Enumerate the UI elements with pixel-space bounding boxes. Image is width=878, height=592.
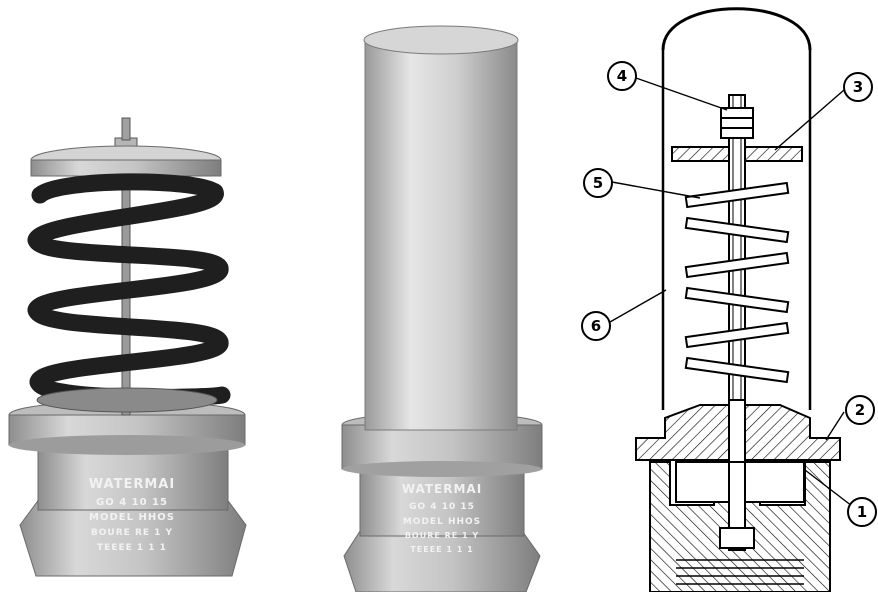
callout-number: 2 [855,401,865,419]
callouts: 4 3 5 6 2 1 [581,61,877,527]
casting-line: TEEEE 1 1 1 [97,543,167,553]
casting-line: BOURE RE 1 Y [91,528,173,538]
casting-line: MODEL HHOS [403,517,481,527]
spring-section [684,181,790,384]
body-casting [359,465,525,537]
casting-line: BOURE RE 1 Y [405,531,479,540]
casting-line: GO 4 10 15 [96,497,168,508]
spring [27,173,231,406]
callout-6: 6 [581,311,611,341]
callout-number: 1 [857,503,867,521]
threads [676,559,804,585]
casting-line: WATERMAI [89,477,175,492]
callout-1: 1 [847,497,877,527]
casting-line: GO 4 10 15 [409,502,475,512]
casting-line: TEEEE 1 1 1 [410,545,473,554]
housing-cap [363,25,519,55]
leader-lines [609,77,853,507]
callout-5: 5 [583,168,613,198]
cross-section-diagram [609,7,853,592]
top-nut [720,107,754,139]
photo-closed-arrestor: WATERMAI GO 4 10 15 MODEL HHOS BOURE RE … [341,25,543,592]
callout-3: 3 [843,72,873,102]
callout-2: 2 [845,395,875,425]
callout-number: 4 [617,67,627,85]
casting-line: MODEL HHOS [89,512,175,523]
callout-number: 5 [593,174,603,192]
housing-tube [364,41,518,431]
callout-number: 6 [591,317,601,335]
casting-text-open: WATERMAI GO 4 10 15 MODEL HHOS BOURE RE … [89,477,175,553]
casting-line: WATERMAI [402,482,482,496]
casting-text-closed: WATERMAI GO 4 10 15 MODEL HHOS BOURE RE … [402,482,482,554]
callout-4: 4 [607,61,637,91]
callout-number: 3 [853,78,863,96]
housing-dome [661,7,812,51]
photo-open-arrestor: WATERMAI GO 4 10 15 MODEL HHOS BOURE RE … [8,117,247,577]
